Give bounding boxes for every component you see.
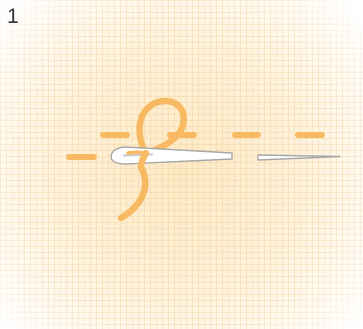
thread-to-eye: [128, 152, 147, 153]
step-number: 1: [7, 6, 19, 27]
